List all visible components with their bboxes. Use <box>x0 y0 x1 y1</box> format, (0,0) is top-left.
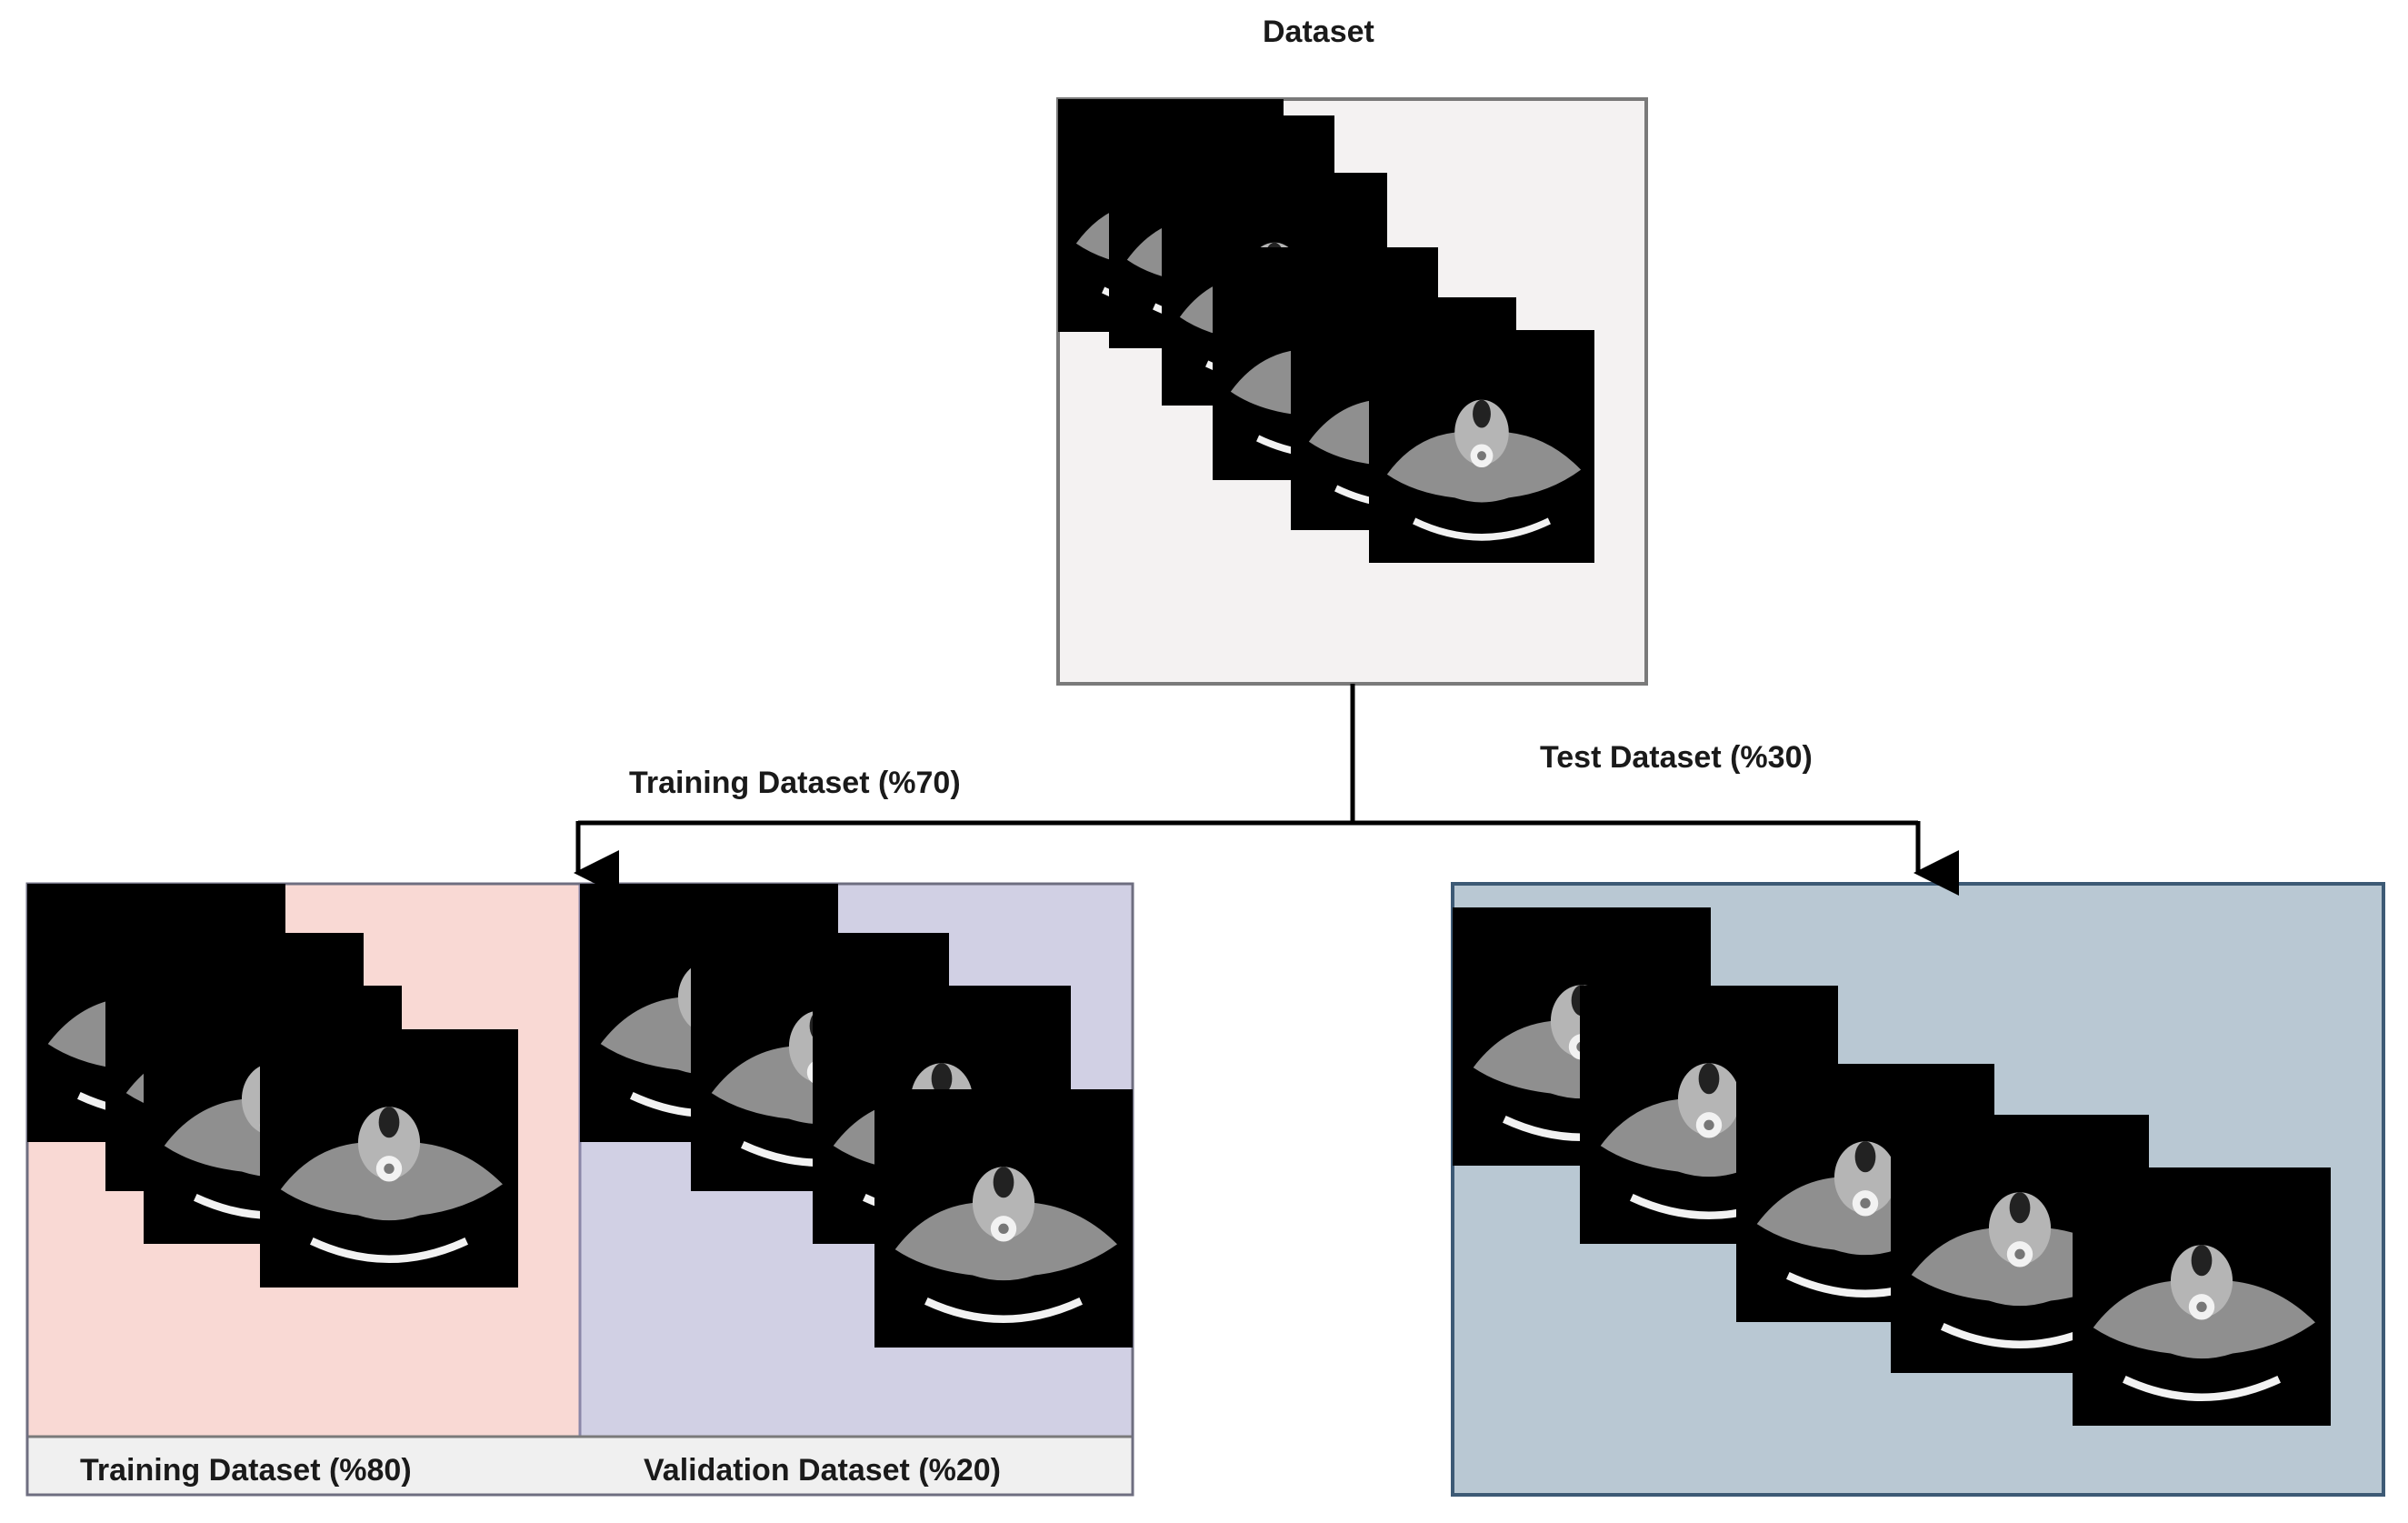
ct-slice-image <box>874 1089 1133 1348</box>
training-split-label: Training Dataset (%70) <box>629 766 961 800</box>
ct-slice-image <box>2073 1167 2331 1426</box>
ct-slice-image <box>1369 330 1594 563</box>
dataset-title: Dataset <box>1263 15 1374 49</box>
validation-footer-label: Validation Dataset (%20) <box>644 1453 1002 1488</box>
training-footer-label: Training Dataset (%80) <box>80 1453 412 1488</box>
ct-slice-image <box>260 1029 518 1288</box>
test-split-label: Test Dataset (%30) <box>1540 740 1813 775</box>
